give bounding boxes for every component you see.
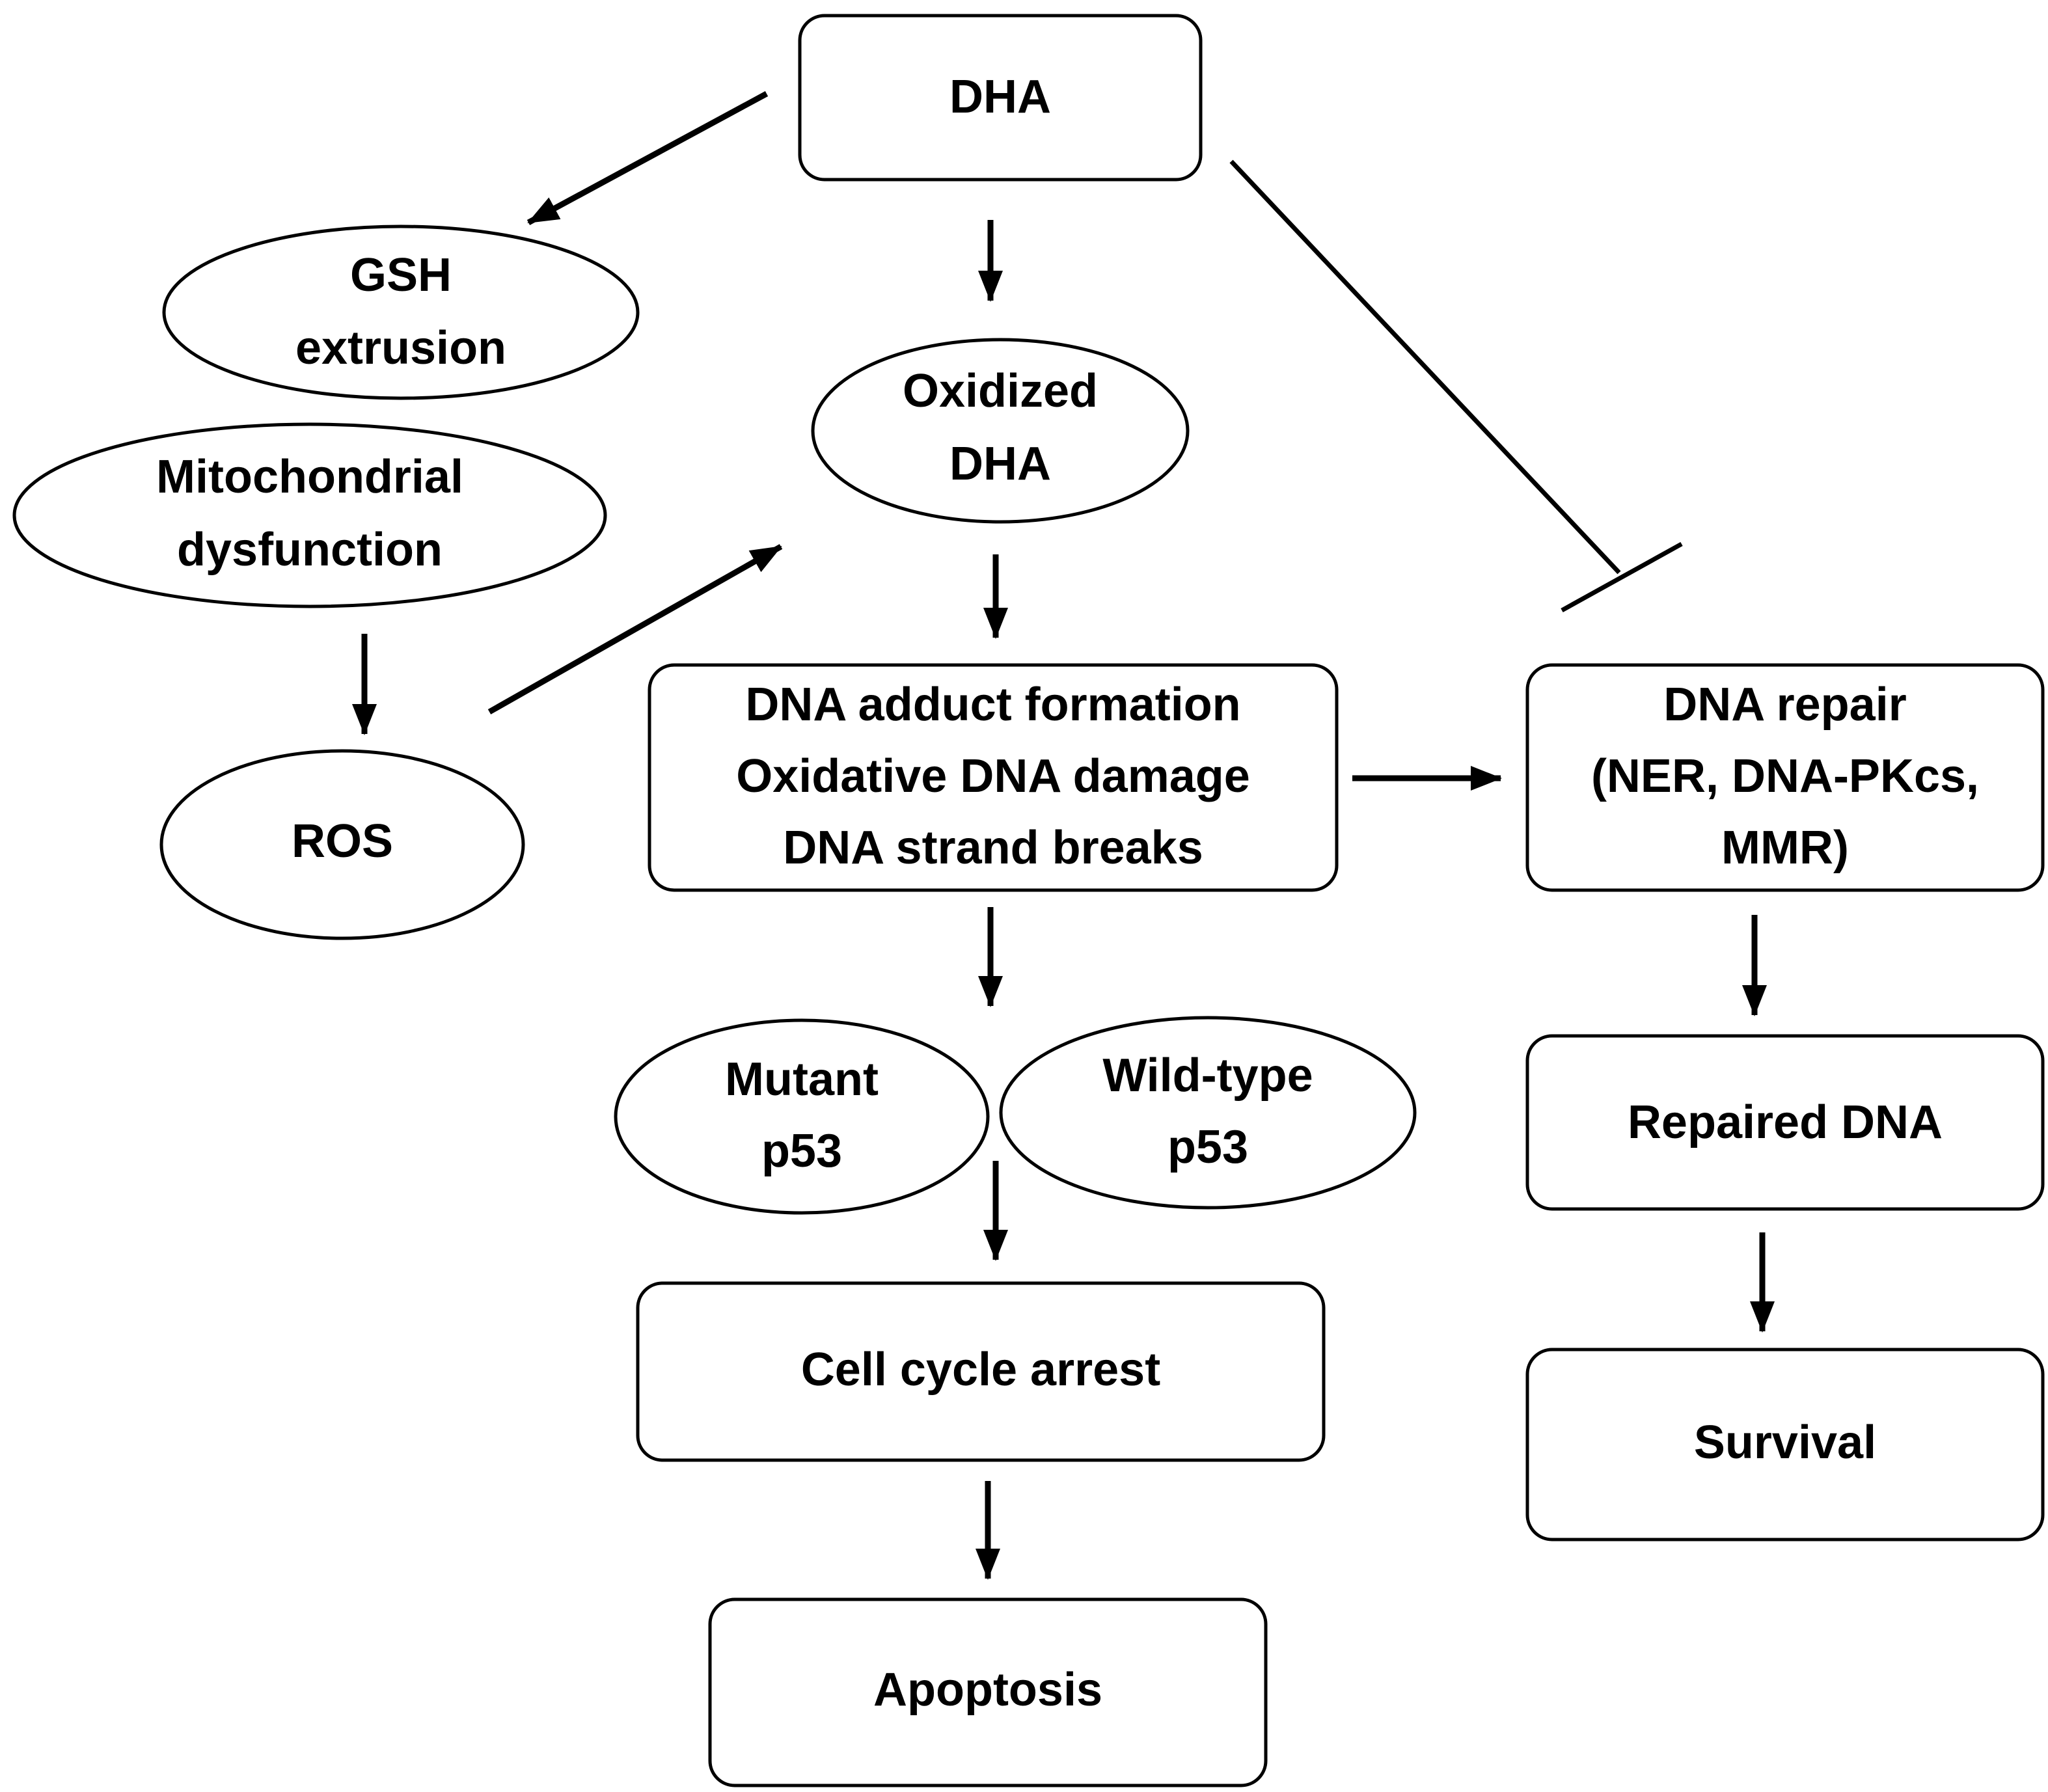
edge-dha-to-gsh-extrusion [526, 91, 769, 225]
node-dna-damage-label-line1: DNA adduct formation [745, 679, 1240, 731]
node-gsh-extrusion-label-line2: extrusion [295, 322, 506, 374]
node-survival-shape [1525, 1348, 2045, 1541]
node-wild-type-p53-label-line1: Wild-type [1102, 1050, 1313, 1102]
node-repaired-dna-shape [1525, 1034, 2045, 1211]
inhibition-line [1229, 159, 1621, 575]
node-dna-damage-label-line2: Oxidative DNA damage [736, 750, 1250, 802]
node-apoptosis-label: Apoptosis [873, 1664, 1102, 1716]
node-mitochondrial-dysfunction-label-line1: Mitochondrial [156, 451, 463, 503]
node-wild-type-p53-label-line2: p53 [1167, 1121, 1248, 1173]
node-survival-label: Survival [1694, 1417, 1876, 1469]
node-dna-damage: DNA adduct formation Oxidative DNA damag… [648, 663, 1339, 892]
node-dna-repair-shape [1525, 663, 2045, 892]
node-mitochondrial-dysfunction-label-line2: dysfunction [177, 524, 443, 576]
node-cell-cycle-arrest-label: Cell cycle arrest [801, 1344, 1160, 1396]
node-mitochondrial-dysfunction: Mitochondrial dysfunction [12, 422, 607, 608]
node-dha-label: DHA [949, 71, 1051, 123]
node-dna-repair: DNA repair (NER, DNA-PKcs, MMR) [1525, 663, 2045, 892]
node-apoptosis: Apoptosis [708, 1597, 1268, 1787]
edge-ros-to-oxidized-dha [487, 544, 783, 714]
node-wild-type-p53-shape [999, 1016, 1417, 1210]
node-gsh-extrusion: GSH extrusion [162, 224, 640, 400]
node-gsh-extrusion-shape [162, 224, 640, 400]
edge-dha-inhibits-dna-repair [1229, 159, 1683, 613]
node-dna-damage-label-line3: DNA strand breaks [783, 822, 1203, 874]
node-ros-label: ROS [292, 815, 393, 867]
node-apoptosis-shape [708, 1597, 1268, 1787]
node-cell-cycle-arrest: Cell cycle arrest [636, 1281, 1326, 1462]
inhibition-bar [1561, 541, 1683, 613]
node-mutant-p53-label-line2: p53 [761, 1125, 842, 1177]
node-dha: DHA [798, 14, 1203, 182]
node-mutant-p53: Mutant p53 [614, 1018, 990, 1215]
node-ros: ROS [159, 749, 525, 940]
node-cell-cycle-arrest-shape [636, 1281, 1326, 1462]
node-ros-shape [159, 749, 525, 940]
node-dna-repair-label-line2: (NER, DNA-PKcs, [1591, 750, 1979, 802]
node-oxidized-dha-label-line2: DHA [949, 438, 1051, 490]
node-gsh-extrusion-label-line1: GSH [350, 249, 452, 301]
node-mutant-p53-shape [614, 1018, 990, 1215]
node-dna-damage-shape [648, 663, 1339, 892]
node-repaired-dna: Repaired DNA [1525, 1034, 2045, 1211]
node-mitochondrial-dysfunction-shape [12, 422, 607, 608]
node-oxidized-dha-label-line1: Oxidized [903, 365, 1098, 417]
node-dna-repair-label-line3: MMR) [1721, 822, 1849, 874]
node-wild-type-p53: Wild-type p53 [999, 1016, 1417, 1210]
node-oxidized-dha-shape [811, 338, 1190, 524]
node-oxidized-dha: Oxidized DHA [811, 338, 1190, 524]
node-repaired-dna-label: Repaired DNA [1628, 1096, 1943, 1148]
node-dna-repair-label-line1: DNA repair [1663, 679, 1906, 731]
node-survival: Survival [1525, 1348, 2045, 1541]
node-mutant-p53-label-line1: Mutant [725, 1053, 879, 1106]
node-dha-shape [798, 14, 1203, 182]
